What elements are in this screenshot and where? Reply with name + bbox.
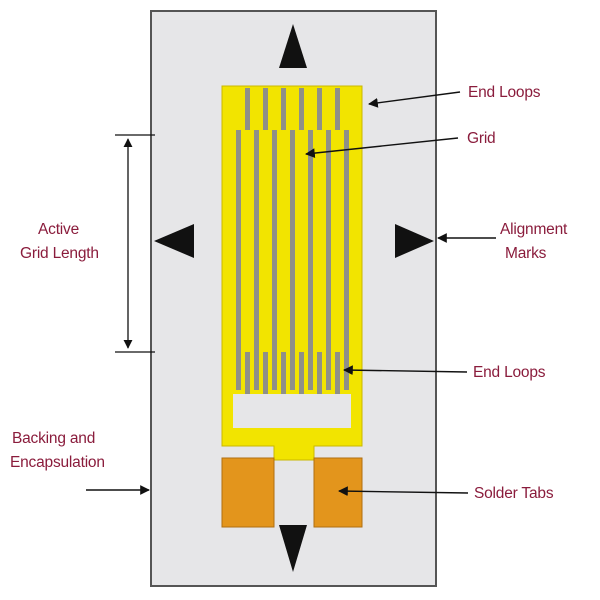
- alignment-mark-left: [154, 224, 194, 258]
- alignment-mark-bottom: [279, 525, 307, 572]
- alignment-mark-right: [395, 224, 434, 258]
- end-loops-bottom-leader: [343, 365, 468, 376]
- grid-leader: [305, 137, 459, 158]
- leader-lines: [86, 91, 496, 497]
- foil-pattern: [221, 85, 363, 461]
- active-grid-length-label-line1: Active: [38, 221, 79, 238]
- solder-tabs-leader: [338, 486, 469, 497]
- end-loops-top-label: End Loops: [468, 84, 541, 101]
- alignment-marks-label-line2: Marks: [505, 245, 547, 262]
- grid-label: Grid: [467, 130, 495, 147]
- alignment-mark-top: [279, 24, 307, 68]
- grid-slots: [236, 130, 349, 390]
- backing-label-line1: Backing and: [12, 430, 95, 447]
- top-end-loop-slots: [245, 88, 340, 130]
- bottom-end-loop-slots: [245, 352, 340, 394]
- end-loops-top-leader: [368, 91, 461, 108]
- solder-tab-left: [221, 457, 275, 528]
- active-grid-length-dimension: [115, 134, 155, 353]
- active-grid-length-label-line2: Grid Length: [20, 245, 99, 262]
- solder-tabs-label: Solder Tabs: [474, 485, 554, 502]
- solder-tab-right: [313, 457, 363, 528]
- end-loops-bottom-label: End Loops: [473, 364, 546, 381]
- backing-label-line2: Encapsulation: [10, 454, 105, 471]
- alignment-marks-label-line1: Alignment: [500, 221, 568, 238]
